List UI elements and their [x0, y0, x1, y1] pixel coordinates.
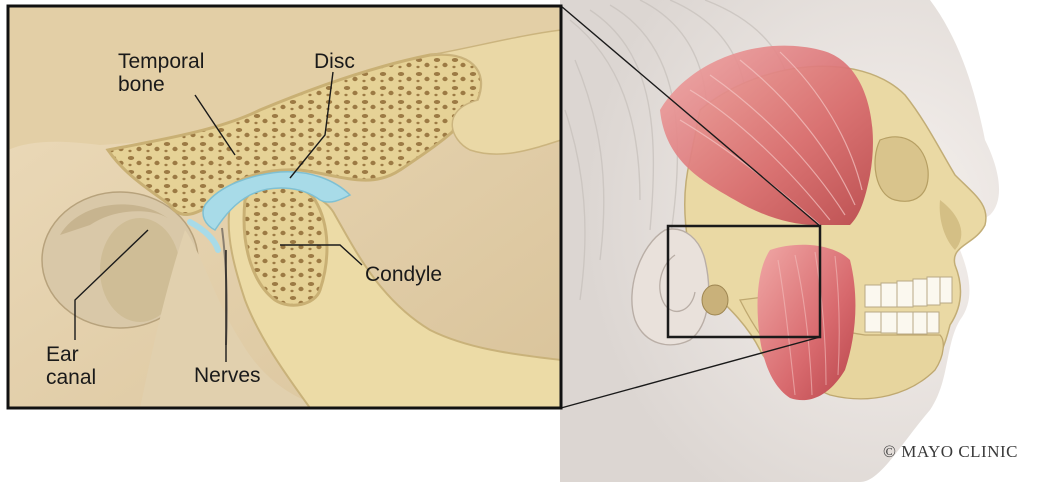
copyright-credit: © MAYO CLINIC [883, 442, 1018, 462]
lower-teeth [865, 312, 939, 334]
label-ear-canal-line2: canal [46, 366, 96, 389]
label-temporal-bone-line2: bone [118, 73, 204, 96]
label-temporal-bone-line1: Temporal [118, 50, 204, 73]
label-nerves: Nerves [194, 364, 261, 387]
label-temporal-bone: Temporal bone [118, 50, 204, 96]
label-disc: Disc [314, 50, 355, 73]
label-ear-canal: Ear canal [46, 343, 96, 389]
label-condyle: Condyle [365, 263, 442, 286]
label-ear-canal-line1: Ear [46, 343, 96, 366]
